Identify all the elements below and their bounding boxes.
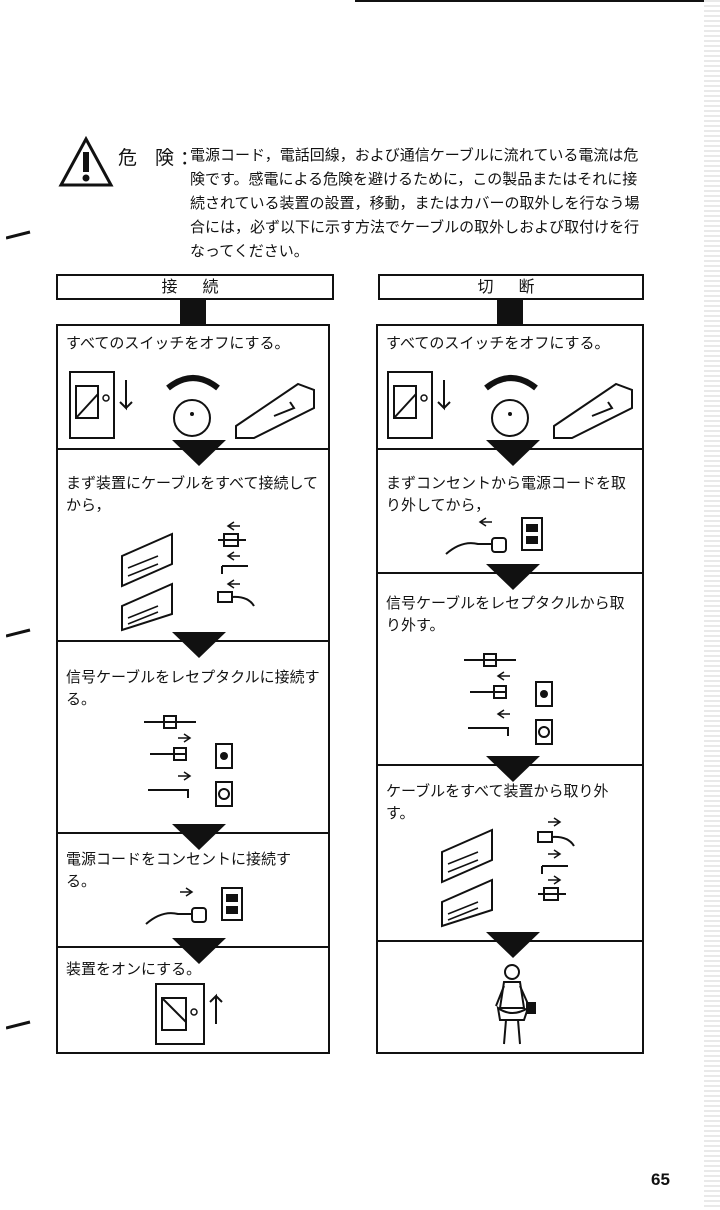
- device-cable-connect-illustration: [121, 521, 255, 632]
- connect-step-2-text: まず装置にケーブルをすべて接続してから，: [66, 474, 319, 514]
- down-arrow-icon: [486, 440, 540, 466]
- connect-step-3-text: 信号ケーブルをレセプタクルに接続する。: [66, 668, 320, 708]
- margin-tick-mark: [6, 1020, 31, 1030]
- signal-cable-receptacle-illustration: [464, 653, 553, 745]
- page-number: 65: [651, 1170, 670, 1189]
- signal-cable-receptacle-illustration: [144, 715, 233, 807]
- switch-off-illustration: [69, 371, 315, 439]
- down-arrow-icon: [172, 824, 226, 850]
- down-arrow-icon: [172, 938, 226, 964]
- header-connector: [180, 300, 206, 324]
- top-rule: [355, 0, 720, 2]
- margin-tick-mark: [6, 230, 31, 240]
- connect-procedure: すべてのスイッチをオフにする。 まず装置にケーブルをすべて接続してから， 信号ケ…: [56, 324, 330, 1054]
- power-cord-outlet-illustration: [145, 887, 243, 925]
- switch-off-illustration: [387, 371, 633, 439]
- down-arrow-icon: [486, 756, 540, 782]
- down-arrow-icon: [172, 632, 226, 658]
- person-walking-away-illustration: [495, 964, 536, 1045]
- disconnect-header: 切 断: [378, 274, 644, 300]
- down-arrow-icon: [172, 440, 226, 466]
- connect-step-4-text: 電源コードをコンセントに接続する。: [66, 850, 292, 890]
- disconnect-step-2-text: まずコンセントから電源コードを取り外してから，: [386, 474, 627, 514]
- disconnect-step-4-text: ケーブルをすべて装置から取り外す。: [386, 782, 609, 822]
- disconnect-step-1-text: すべてのスイッチをオフにする。: [386, 334, 610, 352]
- connect-step-5-text: 装置をオンにする。: [66, 960, 202, 978]
- power-cord-outlet-illustration: [445, 517, 543, 555]
- disconnect-procedure: すべてのスイッチをオフにする。 まずコンセントから電源コードを取り外してから， …: [376, 324, 644, 1054]
- device-cable-disconnect-illustration: [441, 817, 575, 928]
- down-arrow-icon: [486, 932, 540, 958]
- switch-on-illustration: [155, 983, 223, 1045]
- connect-header: 接 続: [56, 274, 334, 300]
- warning-triangle-icon: [58, 136, 114, 187]
- down-arrow-icon: [486, 564, 540, 590]
- page-edge-strip: [704, 0, 720, 1210]
- warning-text: 電源コード，電話回線，および通信ケーブルに流れている電流は危険です。感電による危…: [190, 146, 640, 260]
- warning-label: 危 険：: [118, 147, 206, 169]
- connect-step-1-text: すべてのスイッチをオフにする。: [66, 334, 290, 352]
- header-connector: [497, 300, 523, 324]
- margin-tick-mark: [6, 628, 31, 638]
- disconnect-step-3-text: 信号ケーブルをレセプタクルから取り外す。: [386, 594, 625, 634]
